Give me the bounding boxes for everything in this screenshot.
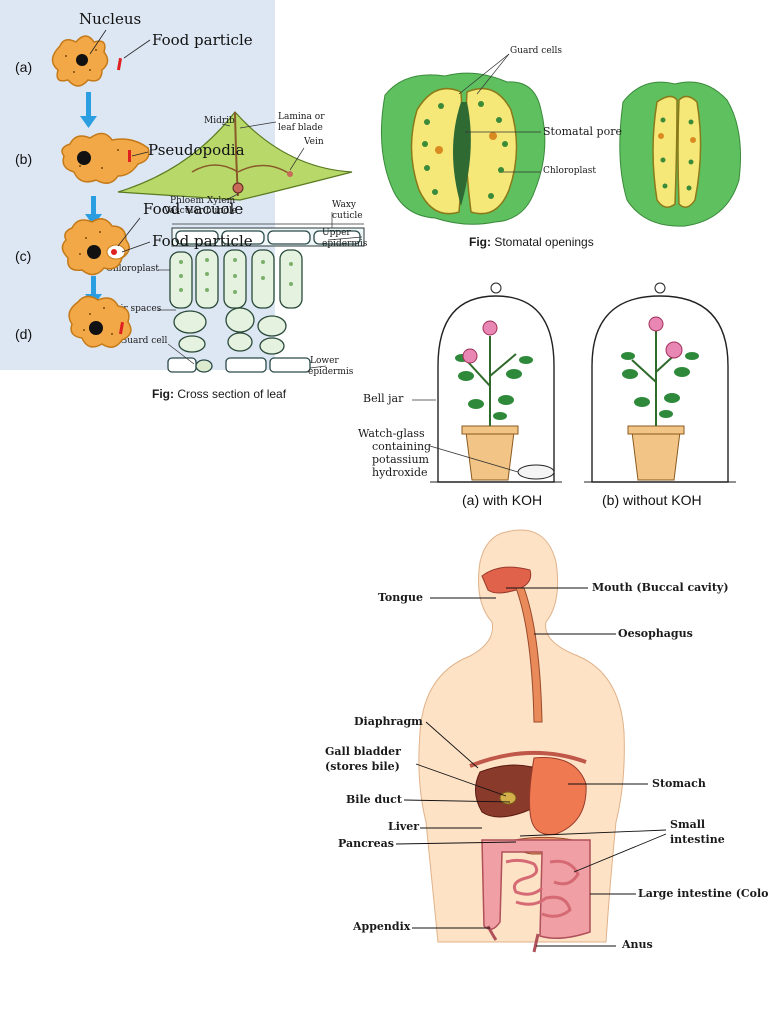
- stomata-caption: Fig: Stomatal openings: [469, 235, 594, 249]
- label-guard-cell: Guard cell: [120, 336, 168, 346]
- label-mouth: Mouth (Buccal cavity): [592, 581, 729, 594]
- label-phloem-xylem: Phloem Xylem: [170, 196, 236, 206]
- stomata-caption-prefix: Fig:: [469, 235, 491, 249]
- step-label-c: (c): [15, 248, 32, 264]
- label-pancreas: Pancreas: [338, 837, 394, 850]
- leaf-caption: Fig: Cross section of leaf: [152, 387, 286, 401]
- label-hydroxide: hydroxide: [372, 466, 428, 479]
- label-vascular-bundle: Vascular bundle: [164, 206, 238, 216]
- step-label-a: (a): [15, 59, 33, 75]
- label-stomatal-pore: Stomatal pore: [543, 125, 622, 138]
- label-intestine: intestine: [670, 833, 725, 846]
- label-liver: Liver: [388, 820, 420, 833]
- caption-with-koh: (a) with KOH: [462, 492, 543, 508]
- label-food-vacuole: Food vacuole: [143, 200, 244, 218]
- label-large-intestine: Large intestine (Colon): [638, 887, 768, 900]
- label-diaphragm: Diaphragm: [354, 715, 423, 728]
- label-cuticle: cuticle: [332, 211, 363, 221]
- label-gall-bladder: Gall bladder: [325, 745, 401, 758]
- label-oesophagus: Oesophagus: [618, 627, 693, 640]
- digestive-system-drawing: [395, 529, 667, 953]
- label-small: Small: [670, 818, 706, 831]
- stomata-drawing: [380, 53, 741, 227]
- label-containing: containing: [372, 440, 432, 453]
- label-food-particle-c: Food particle: [152, 232, 253, 250]
- label-bile-duct: Bile duct: [346, 793, 402, 806]
- leaf-caption-text: Cross section of leaf: [174, 387, 287, 401]
- label-lamina: Lamina or: [278, 112, 325, 122]
- step-label-d: (d): [15, 326, 33, 342]
- label-lower: Lower: [310, 356, 339, 366]
- label-leaf-blade: leaf blade: [278, 123, 323, 133]
- label-upper: Upper: [322, 228, 351, 238]
- label-potassium: potassium: [372, 453, 429, 466]
- label-lower-epidermis: epidermis: [308, 367, 354, 377]
- label-tongue: Tongue: [378, 591, 423, 604]
- label-midrib: Midrib: [204, 116, 235, 126]
- step-label-b: (b): [15, 151, 33, 167]
- label-stores-bile: (stores bile): [325, 760, 400, 773]
- label-upper-epidermis: epidermis: [322, 239, 368, 249]
- caption-without-koh: (b) without KOH: [602, 492, 702, 508]
- bell-jar-figure: Bell jar Watch-glass containing potassiu…: [350, 276, 768, 516]
- label-waxy: Waxy: [332, 200, 356, 210]
- stomata-caption-text: Stomatal openings: [491, 235, 594, 249]
- amoeba-drawing: [51, 29, 151, 348]
- amoeba-nutrition-figure: Nucleus Food particle Pseudopodia Food v…: [0, 0, 275, 370]
- label-food-particle-a: Food particle: [152, 31, 253, 49]
- label-pseudopodia: Pseudopodia: [148, 141, 245, 159]
- label-stomach: Stomach: [652, 777, 706, 790]
- bell-jar-drawing: [412, 282, 736, 483]
- digestive-system-figure: Tongue Mouth (Buccal cavity) Oesophagus …: [320, 522, 768, 962]
- label-appendix: Appendix: [353, 920, 411, 933]
- label-anus: Anus: [622, 938, 653, 951]
- label-nucleus: Nucleus: [79, 10, 142, 28]
- label-stomata-chloroplast: Chloroplast: [543, 166, 596, 176]
- leaf-cross-section-drawing: [117, 111, 365, 373]
- label-air-spaces: Air spaces: [114, 304, 162, 314]
- leaf-cross-section-figure: Midrib Lamina or leaf blade Vein Phloem …: [100, 100, 370, 405]
- leaf-caption-prefix: Fig:: [152, 387, 174, 401]
- label-vein: Vein: [304, 137, 324, 147]
- label-watch-glass: Watch-glass: [358, 427, 425, 440]
- stomata-figure: Guard cells Stomatal pore Chloroplast Fi…: [375, 40, 768, 255]
- label-chloroplast: Chloroplast: [106, 264, 159, 274]
- label-bell-jar: Bell jar: [363, 392, 404, 405]
- label-guard-cells: Guard cells: [510, 46, 563, 56]
